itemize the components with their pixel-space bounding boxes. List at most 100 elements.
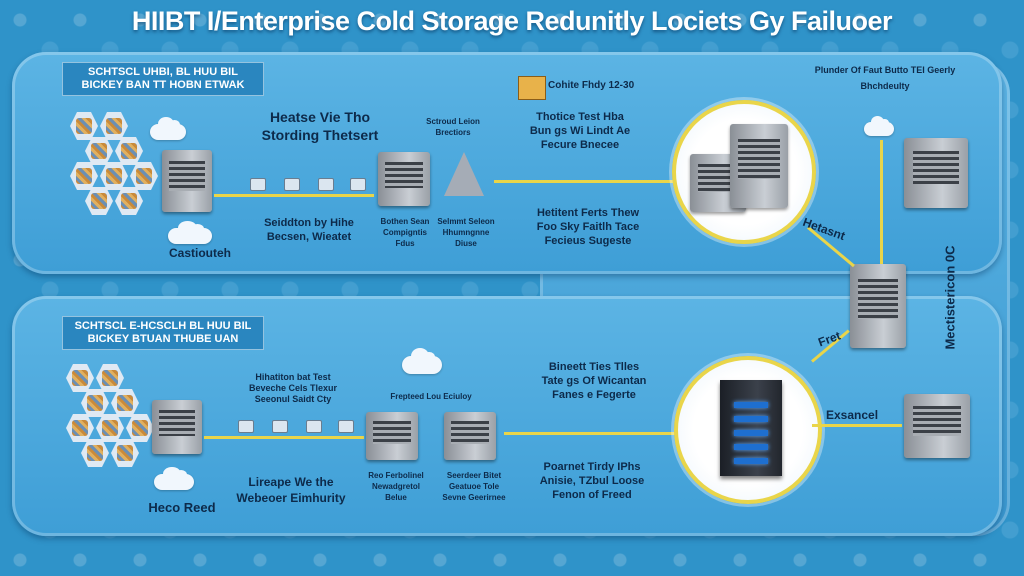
top-center-text-1-line-2: Bun gs Wi Lindt Ae: [529, 125, 631, 137]
bottom-center-text-1: Bineett Ties Tlles Tate gs Of Wicantan F…: [514, 360, 674, 402]
package-box-icon: [518, 76, 546, 100]
top-left-caption: Castiouteh: [168, 246, 231, 260]
bottom-caption-c: Seerdeer Bitet Geatuoe Tole Sevne Geerir…: [434, 470, 514, 503]
bottom-center-text-1-line-2: Tate gs Of Wicantan: [541, 375, 647, 387]
bottom-center-text-1-line-1: Bineett Ties Tlles: [548, 361, 640, 373]
storage-array-icon: [366, 412, 418, 460]
device-icon: [250, 178, 266, 191]
top-small-label: Sctroud Leion Brectiors: [408, 116, 498, 138]
top-header-line-2: BICKEY BAN TT HOBN ETWAK: [81, 79, 245, 91]
server-icon: [152, 400, 202, 454]
storage-hex-icon: [115, 137, 143, 165]
bottom-header-line-2: BICKEY BTUAN THUBE UAN: [87, 333, 239, 345]
cloud-icon: [168, 220, 212, 244]
box-label: Cohite Fhdy 12-30: [548, 80, 635, 91]
top-heading-line-1: Heatse Vie Tho: [269, 109, 371, 125]
connector-line: [214, 194, 374, 197]
bottom-center-text-2-line-1: Poarnet Tirdy IPhs: [543, 461, 641, 473]
page-title: HIIBT I/Enterprise Cold Storage Redunitl…: [131, 6, 893, 36]
pyramid-icon: [444, 152, 484, 196]
server-icon: [904, 138, 968, 208]
top-center-text-2-line-2: Foo Sky Faitlh Tace: [536, 221, 640, 233]
device-icon: [284, 178, 300, 191]
top-small-label-line-2: Brectiors: [435, 128, 471, 137]
right-top-text-line-2: Bhchdeulty: [860, 81, 910, 91]
top-center-text-1: Thotice Test Hba Bun gs Wi Lindt Ae Fecu…: [510, 110, 650, 152]
server-icon: [730, 124, 788, 208]
bottom-caption-b: Reo Ferbolinel Newadgretol Belue: [360, 470, 432, 503]
central-server-icon: [850, 264, 906, 348]
top-small-label-line-1: Sctroud Leion: [426, 117, 480, 126]
bottom-caption-c-line-2: Geatuoe Tole: [448, 482, 500, 491]
bottom-caption-a-line-2: Webeoer Eimhurity: [236, 491, 346, 505]
bottom-header-box: SCHTSCL E-HCSCLH BL HUU BIL BICKEY BTUAN…: [62, 316, 264, 350]
device-icon: [238, 420, 254, 433]
vertical-label: Mectistericon 0C: [942, 245, 958, 350]
bottom-caption-b-line-2: Newadgretol: [371, 482, 420, 491]
device-icon: [350, 178, 366, 191]
top-caption-b-line-1: Bothen Sean: [380, 217, 430, 226]
top-caption-b: Bothen Sean Compigntis Fdus: [370, 216, 440, 249]
bottom-header-line-1: SCHTSCL E-HCSCLH BL HUU BIL: [74, 320, 252, 332]
bottom-caption-b-line-1: Reo Ferbolinel: [368, 471, 424, 480]
storage-hex-icon: [85, 187, 113, 215]
top-caption-a-line-1: Seiddton by Hihe: [264, 217, 354, 229]
top-center-text-1-line-1: Thotice Test Hba: [536, 111, 624, 123]
top-center-text-2: Hetitent Ferts Thew Foo Sky Faitlh Tace …: [508, 206, 668, 248]
storage-hex-icon: [130, 162, 158, 190]
top-caption-b-line-2: Compigntis: [383, 228, 427, 237]
bottom-caption-a-line-1: Lireape We the: [248, 475, 334, 489]
storage-hex-icon: [115, 187, 143, 215]
top-caption-a: Seiddton by Hihe Becsen, Wieatet: [244, 216, 374, 244]
dark-server-rack-icon: [720, 380, 782, 476]
bottom-caption-b-line-3: Belue: [385, 493, 407, 502]
top-caption-c-line-3: Diuse: [455, 239, 477, 248]
top-header-line-1: SCHTSCL UHBI, BL HUU BIL: [88, 66, 238, 78]
bottom-caption-c-line-1: Seerdeer Bitet: [446, 471, 502, 480]
top-heading-line-2: Stording Thetsert: [261, 127, 379, 143]
storage-hex-icon: [70, 162, 98, 190]
server-icon: [162, 150, 212, 212]
storage-hex-icon: [126, 414, 154, 442]
device-icon: [272, 420, 288, 433]
bottom-heading-small-line-3: Seeonul Saidt Cty: [254, 394, 332, 404]
server-icon: [904, 394, 970, 458]
connector-line: [494, 180, 680, 183]
top-caption-a-line-2: Becsen, Wieatet: [266, 231, 352, 243]
bottom-heading-small: Hihatiton bat Test Beveche Cels Tlexur S…: [218, 372, 368, 405]
bottom-caption-c-line-3: Sevne Geerirnee: [442, 493, 506, 502]
top-header-box: SCHTSCL UHBI, BL HUU BIL BICKEY BAN TT H…: [62, 62, 264, 96]
bottom-heading-small-line-2: Beveche Cels Tlexur: [248, 383, 338, 393]
device-icon: [306, 420, 322, 433]
bottom-center-text-2-line-2: Anisie, TZbul Loose: [539, 475, 645, 487]
top-caption-c-line-1: Selmmt Seleon: [437, 217, 495, 226]
connector-line: [204, 436, 364, 439]
connector-line: [504, 432, 680, 435]
top-center-text-1-line-3: Fecure Bnecee: [540, 139, 620, 151]
storage-array-icon: [444, 412, 496, 460]
cloud-icon: [864, 115, 894, 136]
storage-hex-icon: [111, 389, 139, 417]
bottom-caption-a: Lireape We the Webeoer Eimhurity: [216, 474, 366, 506]
connector-line: [880, 140, 883, 264]
bottom-heading-small-line-1: Hihatiton bat Test: [255, 372, 331, 382]
top-heading: Heatse Vie Tho Stording Thetsert: [250, 108, 390, 144]
top-caption-b-line-3: Fdus: [395, 239, 415, 248]
storage-hex-icon: [100, 162, 128, 190]
bottom-center-text-2-line-3: Fenon of Freed: [552, 489, 632, 501]
connector-line: [812, 424, 902, 427]
bottom-center-text-1-line-3: Fanes e Fegerte: [552, 389, 636, 401]
top-center-text-2-line-3: Fecieus Sugeste: [544, 235, 632, 247]
bottom-left-caption: Heco Reed: [148, 500, 216, 515]
label-exsancel: Exsancel: [826, 408, 879, 422]
right-top-text-line-1: Plunder Of Faut Butto TEI Geerly: [814, 65, 956, 75]
bottom-label-mid: Frepteed Lou Eciuloy: [390, 392, 472, 401]
bottom-center-text-2: Poarnet Tirdy IPhs Anisie, TZbul Loose F…: [512, 460, 672, 502]
cloud-icon: [150, 116, 186, 140]
cloud-icon: [154, 466, 194, 490]
device-icon: [338, 420, 354, 433]
top-caption-c: Selmmt Seleon Hhumngnne Diuse: [430, 216, 502, 249]
top-center-text-2-line-1: Hetitent Ferts Thew: [536, 207, 640, 219]
top-caption-c-line-2: Hhumngnne: [442, 228, 490, 237]
storage-array-icon: [378, 152, 430, 206]
